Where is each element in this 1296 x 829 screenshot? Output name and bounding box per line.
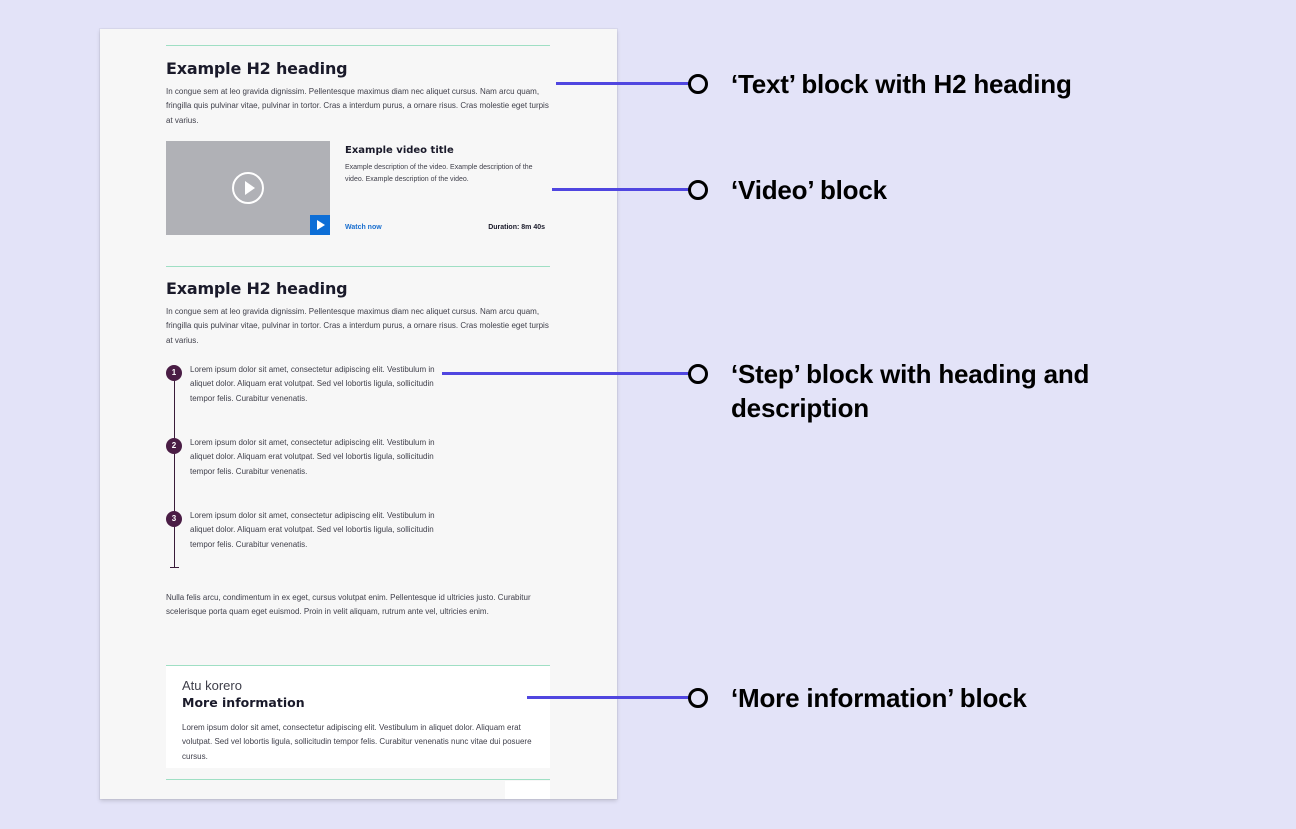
- step-section-paragraph: In congue sem at leo gravida dignissim. …: [166, 307, 549, 345]
- video-thumbnail[interactable]: [166, 141, 330, 235]
- annotation-connector: [527, 696, 690, 699]
- more-info-text: Lorem ipsum dolor sit amet, consectetur …: [182, 723, 532, 761]
- video-duration: Duration: 8m 40s: [488, 224, 545, 231]
- more-information-box: Atu korero More information Lorem ipsum …: [166, 666, 550, 768]
- annotation-connector: [556, 82, 690, 85]
- annotation-connector: [442, 372, 690, 375]
- document-preview: Example H2 heading In congue sem at leo …: [100, 29, 617, 799]
- watch-now-link[interactable]: Watch now: [345, 224, 382, 231]
- annotation-dot-icon: [688, 74, 708, 94]
- annotation-dot-icon: [688, 180, 708, 200]
- more-info-title: More information: [182, 695, 305, 710]
- step-number-badge: 3: [166, 511, 182, 527]
- more-info-kicker: Atu korero: [182, 678, 242, 693]
- step-text: Lorem ipsum dolor sit amet, consectetur …: [190, 438, 435, 476]
- step-line-end: [170, 567, 179, 568]
- step-text: Lorem ipsum dolor sit amet, consectetur …: [190, 511, 435, 549]
- step-number-badge: 1: [166, 365, 182, 381]
- video-description: Example description of the video. Exampl…: [345, 164, 533, 183]
- annotation-label-more-info-block: ‘More information’ block: [731, 683, 1027, 713]
- text-block-heading: Example H2 heading: [166, 59, 348, 78]
- step-connector-line: [174, 374, 175, 567]
- annotation-dot-icon: [688, 688, 708, 708]
- section-divider: [166, 45, 550, 46]
- play-icon[interactable]: [232, 172, 264, 204]
- section-divider: [166, 266, 550, 267]
- annotation-label-step-block: ‘Step’ block with heading and descriptio…: [731, 359, 1090, 423]
- annotation-label-text-block: ‘Text’ block with H2 heading: [731, 69, 1072, 99]
- video-title: Example video title: [345, 145, 454, 156]
- annotation-dot-icon: [688, 364, 708, 384]
- page-corner-fill: [505, 781, 550, 799]
- section-divider: [166, 779, 550, 780]
- step-number-badge: 2: [166, 438, 182, 454]
- annotation-label-video-block: ‘Video’ block: [731, 175, 887, 205]
- annotation-connector: [552, 188, 690, 191]
- text-block-paragraph: In congue sem at leo gravida dignissim. …: [166, 87, 549, 125]
- play-badge-icon[interactable]: [310, 215, 330, 235]
- closing-paragraph: Nulla felis arcu, condimentum in ex eget…: [166, 593, 531, 617]
- step-section-heading: Example H2 heading: [166, 279, 348, 298]
- step-text: Lorem ipsum dolor sit amet, consectetur …: [190, 365, 435, 403]
- section-divider: [166, 665, 550, 666]
